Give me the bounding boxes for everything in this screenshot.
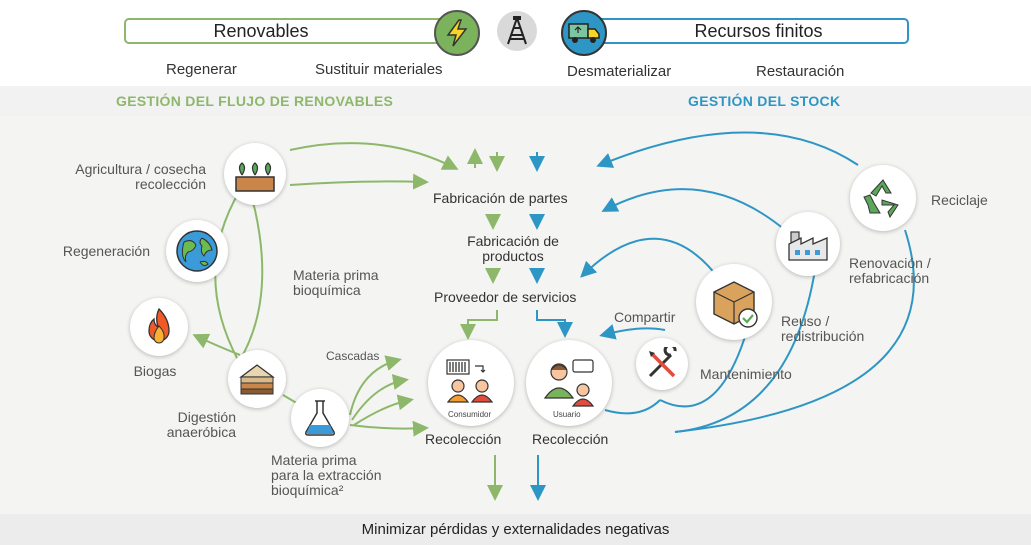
recycling-truck-icon — [561, 10, 607, 56]
biochemical-raw-label: Materia prima bioquímica — [293, 267, 379, 298]
regeneration-node — [166, 220, 228, 282]
maintenance-label: Mantenimiento — [700, 366, 792, 382]
consumer-node: Consumidor — [428, 340, 514, 426]
cascades-label: Cascadas — [326, 349, 380, 363]
share-label: Compartir — [614, 309, 676, 325]
renewables-label: Renovables — [213, 20, 309, 41]
renewables-flow-title: GESTIÓN DEL FLUJO DE RENOVABLES — [116, 93, 394, 109]
user-node: Usuario — [526, 340, 612, 426]
reuse-node — [696, 264, 772, 340]
footer-text: Minimizar pérdidas y externalidades nega… — [361, 521, 670, 538]
products-manufacturing-label: Fabricación de productos — [467, 233, 559, 264]
seedling-tray-icon — [235, 162, 275, 192]
anaerobic-digestion-label: Digestión anaeróbica — [166, 409, 236, 440]
restoration-label: Restauración — [756, 63, 845, 80]
bioextraction-label: Materia prima para la extracción bioquím… — [271, 452, 382, 498]
consumer-barcode-icon — [446, 359, 494, 403]
substitute-materials-label: Sustituir materiales — [315, 61, 443, 78]
anaerobic-digestion-node — [228, 350, 286, 408]
dematerialize-label: Desmaterializar — [567, 63, 672, 80]
lightning-icon — [434, 10, 480, 56]
section-bar — [0, 86, 1031, 116]
collection-label-2: Recolección — [532, 431, 609, 447]
footer-bar: Minimizar pérdidas y externalidades nega… — [0, 514, 1031, 545]
regenerate-label: Regenerar — [166, 61, 237, 78]
bioextraction-node — [291, 389, 349, 447]
recycle-node — [850, 165, 916, 231]
oil-rig-icon — [497, 11, 537, 51]
globe-icon — [176, 230, 218, 272]
user-tag: Usuario — [553, 410, 581, 419]
regeneration-label: Regeneración — [62, 243, 150, 259]
flame-icon — [148, 307, 170, 344]
recycle-icon — [863, 179, 899, 219]
finite-resources-label: Recursos finitos — [694, 20, 823, 41]
consumer-tag: Consumidor — [448, 410, 492, 419]
maintenance-node — [636, 338, 688, 390]
digester-icon — [239, 364, 275, 395]
tools-icon — [648, 347, 677, 378]
agriculture-node — [224, 143, 286, 205]
box-check-icon — [713, 281, 758, 328]
renewables-box: Renovables — [124, 18, 458, 44]
agriculture-label: Agricultura / cosecha recolección — [75, 161, 206, 192]
biogas-node — [130, 298, 188, 356]
reuse-label: Reuso / redistribución — [781, 313, 865, 344]
refurbish-node — [776, 212, 840, 276]
refurbish-label: Renovación / refabricación — [849, 255, 931, 286]
flask-icon — [305, 400, 335, 436]
biogas-label: Biogas — [133, 363, 177, 379]
service-provider-label: Proveedor de servicios — [434, 289, 577, 305]
recycle-label: Reciclaje — [931, 192, 988, 208]
user-chat-icon — [543, 359, 595, 407]
factory-icon — [788, 231, 828, 261]
stock-management-title: GESTIÓN DEL STOCK — [688, 93, 841, 109]
parts-manufacturing-label: Fabricación de partes — [433, 190, 568, 206]
collection-label-1: Recolección — [425, 431, 502, 447]
